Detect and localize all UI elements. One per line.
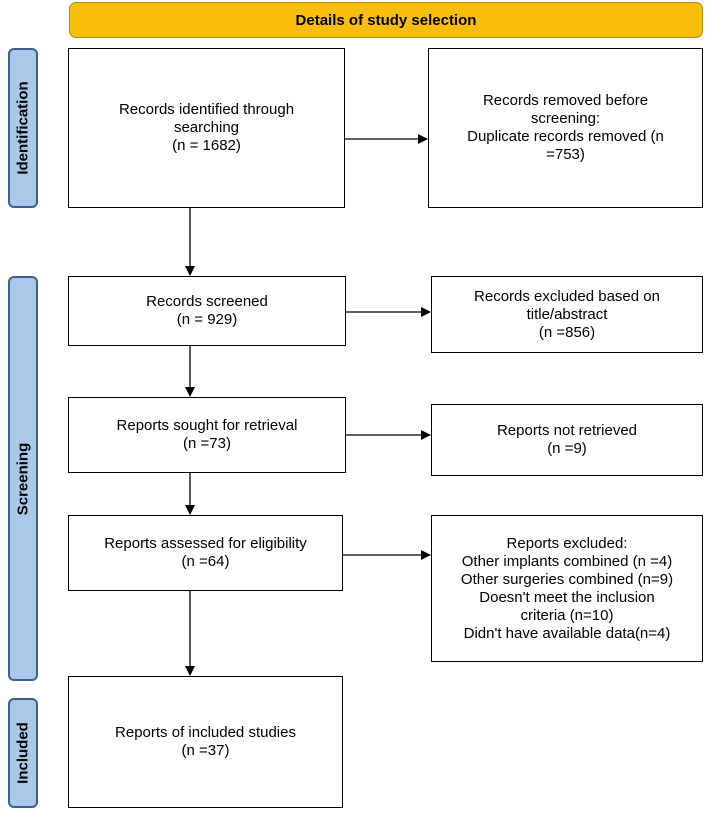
- box-line: (n = 929): [176, 311, 238, 328]
- included-studies-box: Reports of included studies (n =37): [68, 676, 343, 808]
- box-line: (n =856): [538, 323, 596, 341]
- records-excluded-box: Records excluded based on title/abstract…: [431, 276, 703, 353]
- box-line: Records removed before: [482, 92, 649, 109]
- box-line: Didn't have available data(n=4): [463, 624, 671, 642]
- box-line: title/abstract: [526, 305, 608, 323]
- box-line: Duplicate records removed (n: [467, 128, 664, 145]
- records-identified-box: Records identified through searching (n …: [68, 48, 345, 208]
- reports-assessed-box: Reports assessed for eligibility (n =64): [68, 515, 343, 591]
- box-line: =753): [546, 146, 585, 163]
- box-line: Records screened: [146, 293, 268, 310]
- box-line: screening:: [530, 110, 601, 127]
- box-line: Reports not retrieved: [496, 422, 638, 439]
- box-line: (n =37): [181, 742, 230, 759]
- box-line: Other implants combined (n =4): [461, 552, 673, 570]
- box-line: (n = 1682): [172, 137, 241, 154]
- box-line: criteria (n=10): [520, 606, 614, 624]
- box-line: (n =64): [181, 553, 230, 570]
- box-line: (n =73): [183, 435, 231, 452]
- records-screened-box: Records screened (n = 929): [68, 276, 346, 346]
- box-line: Records excluded based on: [474, 287, 660, 305]
- diagram-title: Details of study selection: [69, 2, 703, 38]
- reports-sought-box: Reports sought for retrieval (n =73): [68, 397, 346, 473]
- stage-screening: Screening: [8, 276, 38, 681]
- box-line: searching: [173, 119, 240, 136]
- records-removed-box: Records removed before screening: Duplic…: [428, 48, 703, 208]
- stage-included: Included: [8, 698, 38, 808]
- box-line: (n =9): [547, 440, 587, 457]
- box-line: Reports excluded:: [506, 534, 628, 552]
- reports-excluded-box: Reports excluded: Other implants combine…: [431, 515, 703, 662]
- box-line: Reports assessed for eligibility: [104, 535, 307, 552]
- reports-not-retrieved-box: Reports not retrieved (n =9): [431, 404, 703, 476]
- stage-identification: Identification: [8, 48, 38, 208]
- box-line: Records identified through: [118, 101, 295, 118]
- box-line: Reports sought for retrieval: [116, 417, 298, 434]
- box-line: Other surgeries combined (n=9): [460, 570, 674, 588]
- box-line: Reports of included studies: [115, 724, 296, 741]
- box-line: Doesn't meet the inclusion: [479, 588, 655, 606]
